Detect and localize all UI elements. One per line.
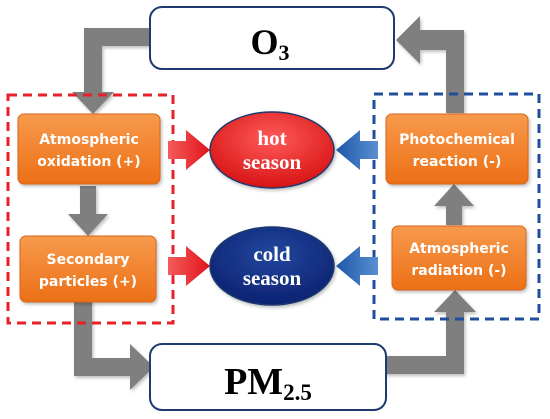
atmospheric-radiation-line2: radiation (-) bbox=[411, 263, 506, 279]
atmospheric-radiation-node: Atmospheric radiation (-) bbox=[391, 225, 527, 291]
arrow-pm25-to-radiation bbox=[384, 290, 476, 374]
pm25-node: PM2.5 bbox=[149, 343, 387, 411]
arrow-o3-to-oxidation bbox=[72, 28, 150, 114]
red-arrow-to-hot-season bbox=[168, 130, 210, 170]
o3-subscript: 3 bbox=[279, 40, 290, 65]
cold-season-line2: season bbox=[243, 266, 302, 290]
svg-text:O3: O3 bbox=[250, 22, 289, 65]
atmospheric-oxidation-node: Atmospheric oxidation (+) bbox=[17, 113, 161, 185]
arrow-radiation-to-photochemical bbox=[434, 184, 474, 225]
cold-season-node: cold season bbox=[209, 226, 335, 306]
svg-text:PM2.5: PM2.5 bbox=[224, 361, 312, 405]
pm25-subscript: 2.5 bbox=[283, 380, 312, 405]
arrow-photochemical-to-o3 bbox=[396, 16, 464, 113]
blue-arrow-to-hot-season bbox=[336, 130, 378, 170]
hot-season-line1: hot bbox=[257, 126, 286, 150]
hot-season-node: hot season bbox=[209, 111, 335, 189]
hot-season-line2: season bbox=[243, 150, 302, 174]
photochemical-reaction-line1: Photochemical bbox=[399, 132, 515, 148]
pm25-label: PM bbox=[224, 361, 283, 403]
atmospheric-oxidation-line2: oxidation (+) bbox=[37, 154, 140, 170]
photochemical-reaction-line2: reaction (-) bbox=[413, 154, 502, 170]
arrow-secondary-to-pm25 bbox=[74, 300, 154, 390]
blue-arrow-to-cold-season bbox=[336, 246, 378, 286]
negative-effect-group-frame bbox=[372, 92, 541, 321]
secondary-particles-line2: particles (+) bbox=[39, 274, 137, 290]
positive-effect-group-frame bbox=[6, 93, 175, 325]
arrow-oxidation-to-secondary bbox=[68, 186, 108, 236]
o3-label: O bbox=[250, 22, 278, 62]
gray-arrows bbox=[68, 16, 476, 390]
o3-node: O3 bbox=[149, 6, 395, 70]
cold-season-line1: cold bbox=[253, 242, 291, 266]
red-arrow-to-cold-season bbox=[168, 246, 210, 286]
secondary-particles-node: Secondary particles (+) bbox=[19, 235, 157, 303]
atmospheric-oxidation-line1: Atmospheric bbox=[39, 132, 139, 148]
photochemical-reaction-node: Photochemical reaction (-) bbox=[385, 113, 529, 185]
secondary-particles-line1: Secondary bbox=[47, 252, 130, 268]
atmospheric-radiation-line1: Atmospheric bbox=[409, 241, 509, 257]
